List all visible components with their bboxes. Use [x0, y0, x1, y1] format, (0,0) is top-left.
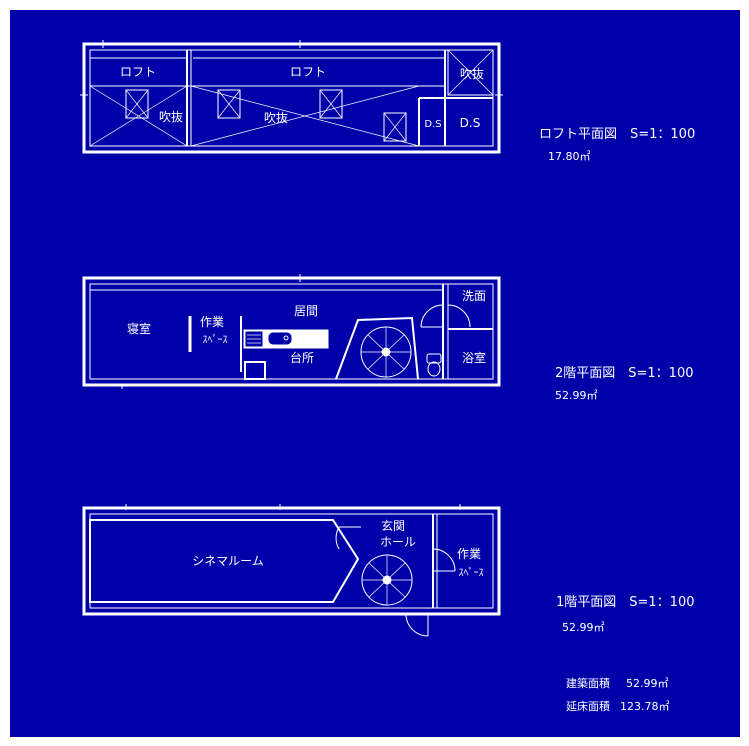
living-room-label: 居間: [294, 304, 318, 318]
first-floor-area: 52.99㎡: [562, 621, 605, 634]
first-floor-plan: シネマルーム 玄関 ホール 作業 ｽﾍﾟｰｽ: [82, 504, 501, 637]
loft-room-label-1: ロフト: [120, 65, 156, 79]
second-floor-caption: 2階平面図 S=1：100: [555, 366, 694, 381]
work-label-1f: 作業: [457, 547, 481, 561]
loft-plan-caption: ロフト平面図 S=1：100: [539, 127, 695, 142]
work-label: 作業: [200, 315, 224, 329]
second-floor-plan: 寝室 作業 ｽﾍﾟｰｽ 居間 台所 洗面 浴室: [82, 274, 501, 389]
space-label-1f: ｽﾍﾟｰｽ: [459, 567, 484, 579]
building-area-label: 建築面積: [566, 676, 610, 690]
duct-space-label-1: D.S: [424, 119, 441, 130]
loft-plan: ロフト ロフト 吹抜 吹抜 吹抜 D.S D.S: [80, 40, 503, 154]
washroom-label: 洗面: [462, 289, 486, 303]
total-floor-area-label: 延床面積: [566, 699, 610, 713]
floor-plans: ロフト ロフト 吹抜 吹抜 吹抜 D.S D.S: [80, 40, 695, 713]
void-label-right: 吹抜: [460, 67, 484, 81]
bedroom-label: 寝室: [127, 321, 151, 336]
loft-plan-area: 17.80㎡: [548, 150, 591, 163]
first-floor-caption: 1階平面図 S=1：100: [556, 595, 695, 610]
loft-room-label-2: ロフト: [290, 65, 326, 79]
kitchen-label: 台所: [290, 350, 314, 365]
total-floor-area-value: 123.78㎡: [620, 700, 670, 713]
hall-label: ホール: [380, 535, 416, 549]
duct-space-label-2: D.S: [460, 116, 481, 130]
blueprint-board: ロフト ロフト 吹抜 吹抜 吹抜 D.S D.S: [10, 10, 740, 737]
building-area-value: 52.99㎡: [626, 677, 669, 690]
void-label-center: 吹抜: [264, 111, 288, 125]
space-label: ｽﾍﾟｰｽ: [203, 334, 228, 346]
void-label-left: 吹抜: [159, 110, 183, 124]
second-floor-area: 52.99㎡: [555, 389, 598, 402]
bathroom-label: 浴室: [462, 350, 486, 365]
cinema-room-label: シネマルーム: [192, 554, 264, 568]
entrance-label: 玄関: [381, 518, 405, 533]
